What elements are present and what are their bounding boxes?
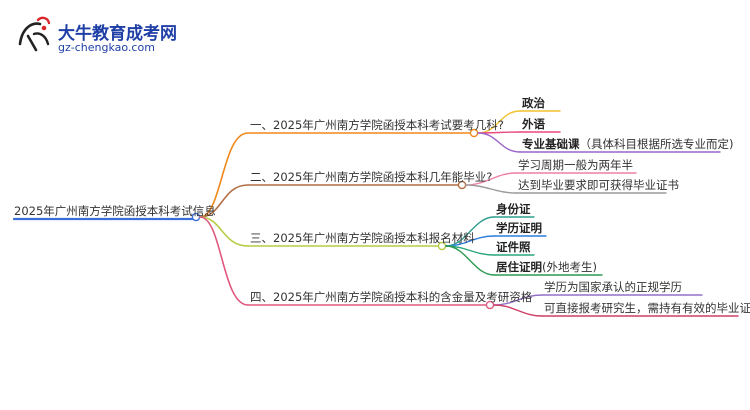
branch-3-child-4[interactable]: 居住证明(外地考生)	[496, 260, 597, 274]
logo-title: 大牛教育成考网	[58, 24, 177, 44]
branch-1-child-3-connector	[477, 132, 521, 153]
branch-3-child-4-connector	[445, 245, 495, 276]
branch-4-topic[interactable]: 四、2025年广州南方学院函授本科的含金量及考研资格	[250, 290, 533, 304]
branch-2-child-2[interactable]: 达到毕业要求即可获得毕业证书	[518, 178, 679, 192]
branch-3-connector	[199, 216, 249, 247]
branch-1-child-3[interactable]: 专业基础课（具体科目根据所选专业而定)	[522, 137, 734, 151]
branch-2-child-2-connector	[465, 184, 517, 194]
branch-4-child-1[interactable]: 学历为国家承认的正规学历	[544, 280, 682, 294]
branch-3-child-2[interactable]: 学历证明	[496, 221, 542, 235]
branch-1-child-2[interactable]: 外语	[522, 117, 545, 131]
branch-4-child-2[interactable]: 可直接报考研究生，需持有有效的毕业证书	[544, 301, 750, 315]
branch-2-child-1[interactable]: 学习周期一般为两年半	[518, 158, 633, 172]
branch-3-child-1[interactable]: 身份证	[496, 202, 531, 216]
root-topic[interactable]: 2025年广州南方学院函授本科考试信息	[14, 204, 216, 218]
branch-3-child-4-note: (外地考生)	[542, 260, 597, 274]
branch-1-topic[interactable]: 一、2025年广州南方学院函授本科考试要考几科?	[250, 118, 504, 132]
branch-4-connector	[199, 216, 249, 306]
branch-2-connector	[199, 184, 249, 218]
branch-1-child-1[interactable]: 政治	[522, 96, 545, 110]
branch-1-connector	[199, 132, 249, 218]
branch-3-child-3[interactable]: 证件照	[496, 240, 531, 254]
logo-url: gz-chengkao.com	[58, 41, 155, 54]
bull-logo-icon	[18, 16, 51, 52]
branch-1-child-3-note: （具体科目根据所选专业而定)	[579, 137, 734, 151]
branch-3-topic[interactable]: 三、2025年广州南方学院函授本科报名材料	[250, 231, 475, 245]
logo[interactable]: 大牛教育成考网 gz-chengkao.com	[14, 14, 204, 58]
branch-2-topic[interactable]: 二、2025年广州南方学院函授本科几年能毕业?	[250, 170, 493, 184]
branch-4-child-2-connector	[493, 304, 543, 317]
